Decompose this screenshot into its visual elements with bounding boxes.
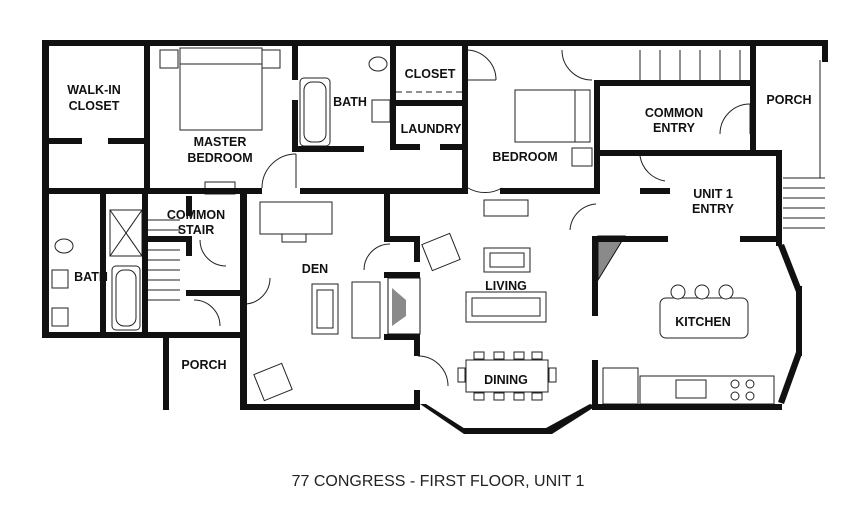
- kitchen-stool: [670, 284, 686, 300]
- master-nightstand-left: [159, 49, 179, 69]
- common-entry-label-2: ENTRY: [653, 121, 696, 135]
- common-stair-steps: [148, 219, 180, 301]
- common-stair-label-1: COMMON: [167, 208, 225, 222]
- den-desk: [259, 201, 333, 235]
- upper-toilet: [368, 56, 388, 72]
- walls: [42, 40, 828, 434]
- den-armchair: [253, 362, 293, 402]
- lower-toilet: [54, 238, 74, 254]
- kitchen-counter: [639, 375, 775, 405]
- walk-in-closet-label-1: WALK-IN: [67, 83, 120, 97]
- unit1-entry-label-2: ENTRY: [692, 202, 735, 216]
- living-label: LIVING: [485, 279, 527, 293]
- common-entry-label-1: COMMON: [645, 106, 703, 120]
- master-bedroom-label-1: MASTER: [194, 135, 247, 149]
- kitchen-fridge: [602, 367, 639, 405]
- porch-right-steps: [783, 60, 825, 229]
- dining-table: [465, 359, 549, 393]
- dining-label: DINING: [484, 373, 528, 387]
- kitchen-label: KITCHEN: [675, 315, 731, 329]
- bath-upper-label: BATH: [333, 95, 367, 109]
- kitchen-corner-column: [597, 235, 626, 282]
- living-armchair: [421, 232, 461, 272]
- fireplace-hearth: [392, 288, 406, 326]
- room-labels: WALK-IN CLOSET MASTER BEDROOM BATH CLOSE…: [67, 67, 811, 387]
- living-tv-console: [483, 199, 529, 217]
- bedroom-label: BEDROOM: [492, 150, 557, 164]
- common-stair-label-2: STAIR: [178, 223, 215, 237]
- lower-sink-2: [51, 307, 69, 327]
- upper-sink: [371, 99, 391, 123]
- master-bedroom-label-2: BEDROOM: [187, 151, 252, 165]
- bedroom-nightstand: [571, 147, 593, 167]
- den-label: DEN: [302, 262, 328, 276]
- kitchen-sink: [675, 379, 707, 399]
- dining-chairs: [457, 351, 557, 401]
- bedroom-bed: [514, 89, 591, 143]
- porch-left-label: PORCH: [181, 358, 226, 372]
- kitchen-stove: [730, 379, 740, 389]
- plan-caption: 77 CONGRESS - FIRST FLOOR, UNIT 1: [292, 473, 585, 490]
- bath-lower-label: BATH: [74, 270, 108, 284]
- lower-sink-1: [51, 269, 69, 289]
- laundry-label: LAUNDRY: [401, 122, 462, 136]
- unit1-entry-label-1: UNIT 1: [693, 187, 733, 201]
- den-chair: [351, 281, 381, 339]
- master-bed: [179, 47, 263, 131]
- walk-in-closet-label-2: CLOSET: [69, 99, 120, 113]
- door-swings: [193, 49, 751, 387]
- porch-right-label: PORCH: [766, 93, 811, 107]
- common-entry-stair: [639, 50, 741, 82]
- master-nightstand-right: [261, 49, 281, 69]
- closet-label: CLOSET: [405, 67, 456, 81]
